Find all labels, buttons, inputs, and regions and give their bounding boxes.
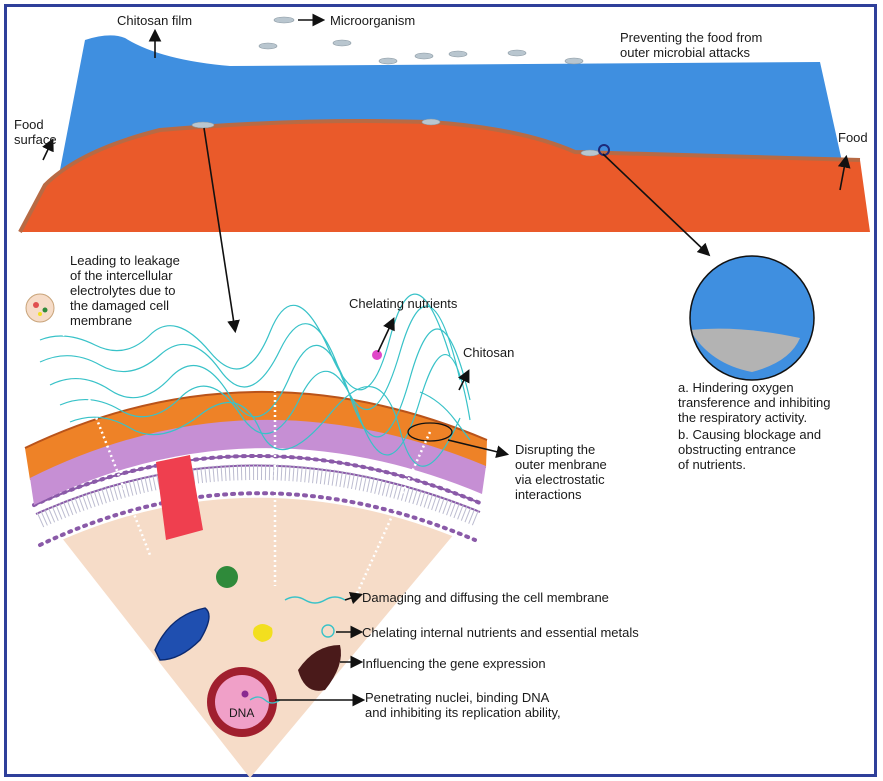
label-food: Food <box>838 130 868 145</box>
label-microorganism: Microorganism <box>330 13 415 28</box>
microorganism-icon <box>449 51 467 57</box>
microorganism-icon <box>581 150 599 156</box>
label-penetrating: Penetrating nuclei, binding DNA and inhi… <box>365 690 561 720</box>
microorganism-icon <box>565 58 583 64</box>
label-preventing: Preventing the food from outer microbial… <box>620 30 762 60</box>
label-chitosan-film: Chitosan film <box>117 13 192 28</box>
microorganism-icon <box>333 40 351 46</box>
microorganism-icon <box>192 122 214 128</box>
label-zoom-note-b: b. Causing blockage and obstructing entr… <box>678 427 821 472</box>
nucleus <box>207 667 277 737</box>
label-damaging: Damaging and diffusing the cell membrane <box>362 590 609 605</box>
label-chitosan: Chitosan <box>463 345 514 360</box>
label-leakage: Leading to leakage of the intercellular … <box>70 253 180 328</box>
zoom-circle <box>690 256 814 380</box>
label-dna: DNA <box>229 706 254 721</box>
label-food-surface: Food surface <box>14 117 57 147</box>
microorganism-icon <box>274 17 294 23</box>
cell-cluster-icon <box>26 294 54 322</box>
label-chelating-nutrients: Chelating nutrients <box>349 296 457 311</box>
label-chelating-internal: Chelating internal nutrients and essenti… <box>362 625 639 640</box>
label-gene-expression: Influencing the gene expression <box>362 656 546 671</box>
microorganism-icon <box>508 50 526 56</box>
microorganism-icon <box>259 43 277 49</box>
ribosome-green <box>216 566 238 588</box>
microorganism-icon <box>415 53 433 59</box>
microorganism-icon <box>379 58 397 64</box>
label-zoom-note-a: a. Hindering oxygen transference and inh… <box>678 380 831 425</box>
microorganism-icon <box>422 119 440 125</box>
chelated-nutrient-dot <box>372 350 382 360</box>
label-disrupting: Disrupting the outer menbrane via electr… <box>515 442 607 502</box>
